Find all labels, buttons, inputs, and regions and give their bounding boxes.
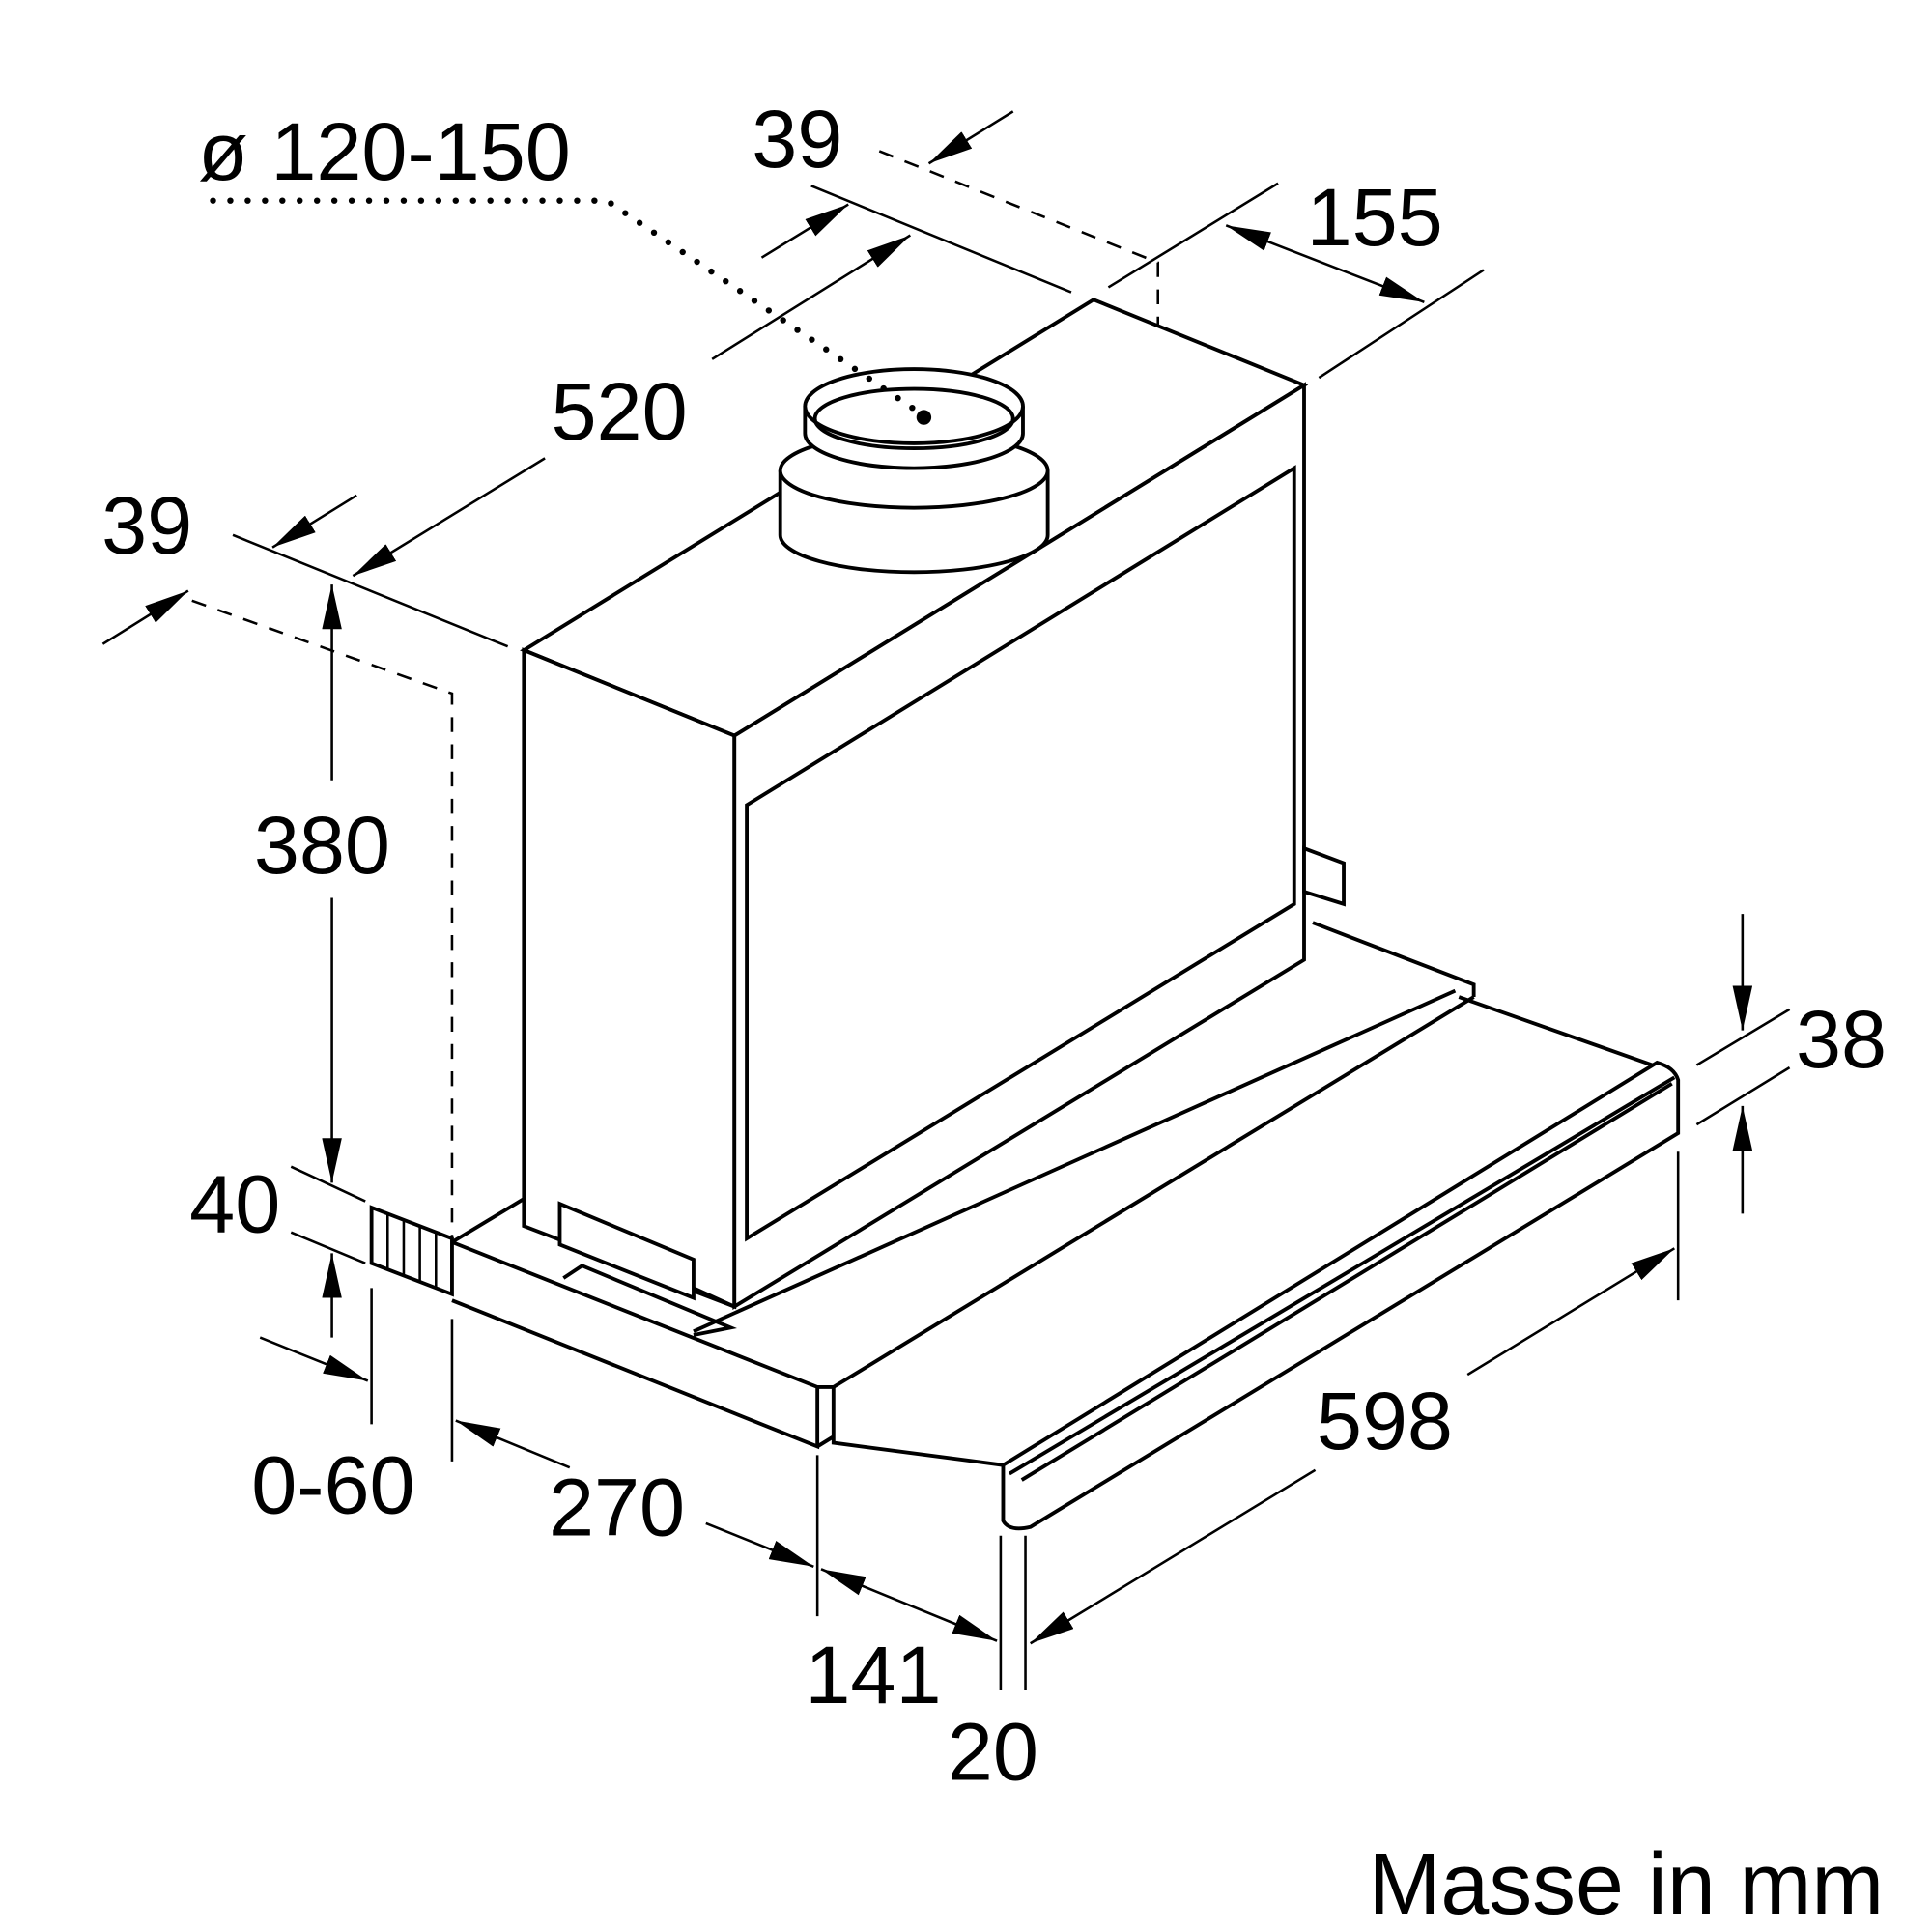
units-caption: Masse in mm bbox=[1369, 1836, 1885, 1932]
left-offset-label: 39 bbox=[101, 479, 192, 571]
hidden-edge-top bbox=[878, 150, 1159, 325]
extension-label: 0-60 bbox=[251, 1439, 414, 1531]
hidden-edge-left bbox=[191, 599, 454, 1239]
handle-height-label: 38 bbox=[1796, 993, 1887, 1085]
handle-depth-label: 20 bbox=[948, 1705, 1038, 1797]
right-depth-label: 155 bbox=[1307, 171, 1443, 263]
slide-depth-label: 141 bbox=[805, 1629, 941, 1720]
dimension-lines bbox=[101, 110, 1791, 1691]
duct-diameter-label: ø 120-150 bbox=[198, 105, 571, 197]
duct-collar bbox=[778, 367, 1050, 575]
handle bbox=[1001, 1060, 1681, 1531]
height-label: 380 bbox=[254, 799, 390, 891]
depth-label: 520 bbox=[552, 365, 688, 457]
front-height-label: 40 bbox=[189, 1158, 280, 1250]
canopy-panel bbox=[450, 921, 1661, 1467]
vent-grille bbox=[369, 1205, 454, 1297]
panel-depth-label: 270 bbox=[549, 1462, 685, 1553]
width-label: 598 bbox=[1317, 1375, 1453, 1466]
duct-center-marker bbox=[916, 410, 932, 425]
top-offset-label: 39 bbox=[752, 93, 842, 185]
